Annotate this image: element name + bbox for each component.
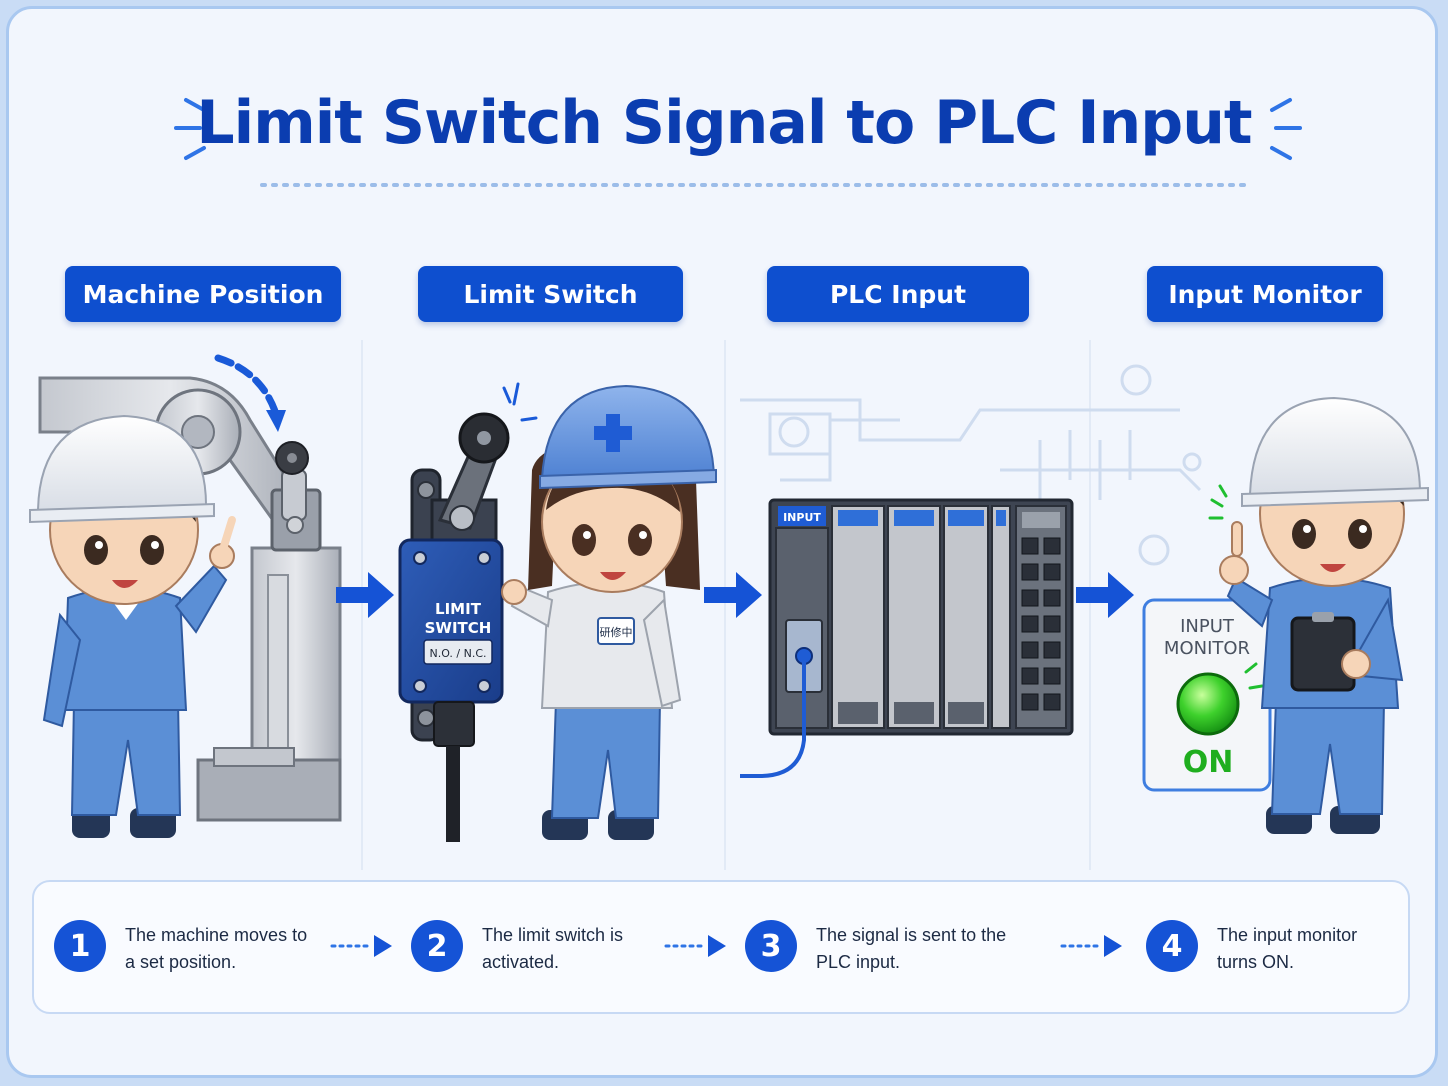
step-2-number: 2 [411,920,463,972]
monitor-led [1176,672,1240,736]
switch-label-line2: SWITCH [425,619,492,637]
stage-label-limit-switch: Limit Switch [418,266,683,322]
step-1-line2: a set position. [125,952,237,972]
stage-label-plc-input: PLC Input [767,266,1029,322]
step-1-line1: The machine moves to [125,925,308,945]
switch-contacts-label: N.O. / N.C. [429,647,486,660]
step-1-description: The machine moves to a set position. [125,922,307,976]
input-monitor-panel: INPUT MONITOR ON [1142,598,1272,792]
switch-label-line1: LIMIT [435,600,482,618]
step-4-number: 4 [1146,920,1198,972]
step-4-line2: turns ON. [1217,952,1295,972]
monitor-title-line2: MONITOR [1164,638,1250,659]
title-decoration-left [174,98,206,160]
plc-rack: INPUT [740,498,1074,778]
plc-input-tag: INPUT [783,511,821,524]
step-3-line2: PLC input. [816,952,901,972]
step-3-line1: The signal is sent to the [816,925,1007,945]
stage-label-machine-position: Machine Position [65,266,341,322]
worker-pointing-switch: 研修中 [501,384,717,840]
worker-pointing-machine [29,414,236,838]
title-decoration-right [1270,98,1302,160]
column-separators [361,340,1091,870]
machine-column [250,546,342,770]
trainee-badge: 研修中 [600,625,633,639]
flow-arrow-1 [336,572,394,618]
machine-illustration [38,354,342,822]
motion-arrow [214,354,280,418]
worker-thumbs-up [1208,396,1429,834]
stage-label-input-monitor: Input Monitor [1147,266,1383,322]
monitor-title-line1: INPUT [1180,616,1235,637]
machine-base [196,758,342,822]
limit-switch-device: LIMIT SWITCH N.O. / N.C. [398,382,538,842]
page-title: Limit Switch Signal to PLC Input [196,88,1252,158]
step-2-line2: activated. [482,952,560,972]
circuit-background [740,364,1202,566]
step-3-description: The signal is sent to the PLC input. [816,922,1006,976]
step-4-line1: The input monitor [1217,925,1358,945]
step-2-line1: The limit switch is [482,925,624,945]
plc-input-cable [740,662,806,778]
step-2-description: The limit switch is activated. [482,922,623,976]
flow-arrow-3 [1076,572,1134,618]
step-4-description: The input monitor turns ON. [1217,922,1357,976]
step-3-number: 3 [745,920,797,972]
monitor-state: ON [1183,745,1234,780]
flow-arrow-2 [704,572,762,618]
step-1-number: 1 [54,920,106,972]
